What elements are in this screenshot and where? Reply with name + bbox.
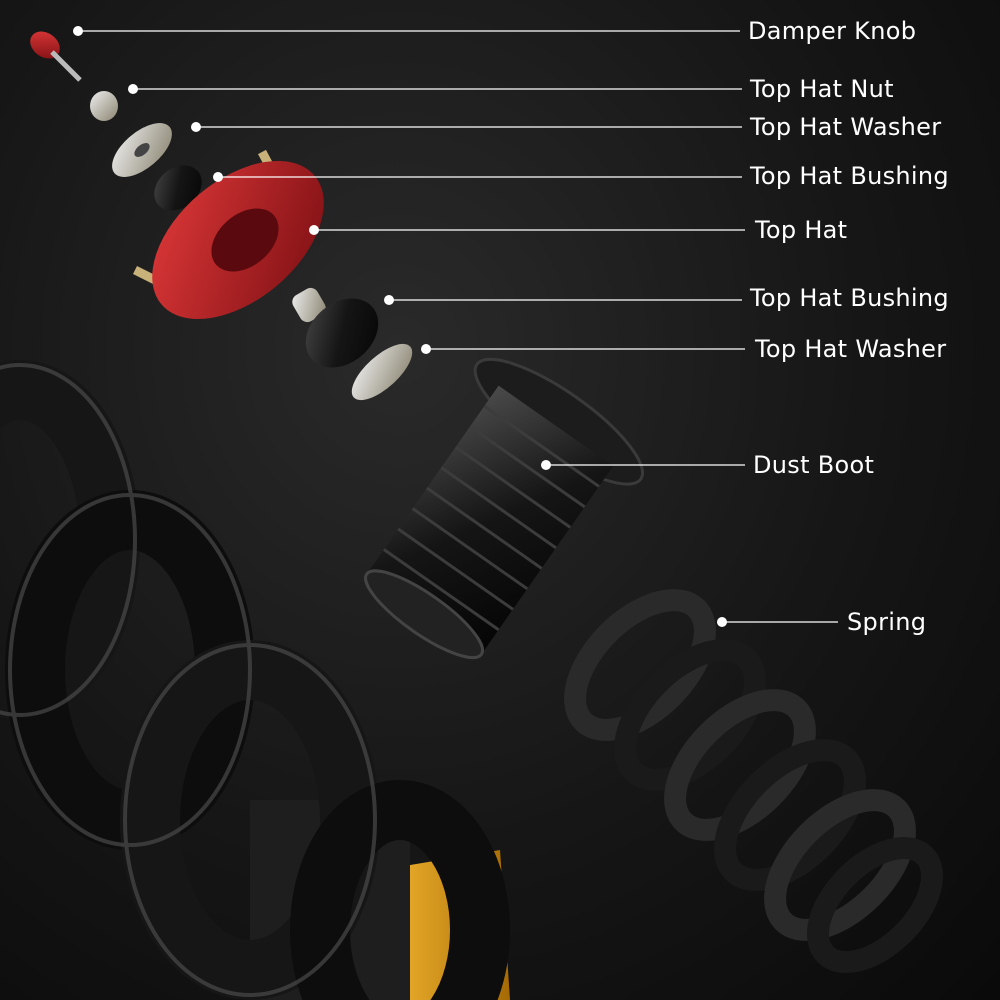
leader-lines [73, 26, 838, 627]
top-hat-washer-lower-part [351, 343, 413, 401]
label-top-hat-bushing-upper: Top Hat Bushing [750, 162, 949, 190]
top-hat-bushing-lower-part [292, 287, 379, 368]
damper-knob-part [30, 31, 82, 82]
top-hat-nut-part [90, 91, 118, 121]
label-top-hat-bushing-lower: Top Hat Bushing [750, 284, 949, 312]
label-top-hat-washer-lower: Top Hat Washer [755, 335, 947, 363]
label-damper-knob: Damper Knob [748, 17, 917, 45]
assembled-coilover [0, 360, 510, 1000]
label-top-hat-washer-upper: Top Hat Washer [750, 113, 942, 141]
label-top-hat: Top Hat [755, 216, 848, 244]
label-top-hat-nut: Top Hat Nut [750, 75, 894, 103]
top-hat-bushing-upper-part [154, 165, 202, 211]
dust-boot-part [364, 357, 645, 660]
top-hat-washer-upper-part [112, 123, 172, 177]
label-spring: Spring [847, 608, 927, 636]
spring-part [564, 589, 944, 974]
top-hat-part [132, 149, 324, 320]
label-dust-boot: Dust Boot [753, 451, 875, 479]
